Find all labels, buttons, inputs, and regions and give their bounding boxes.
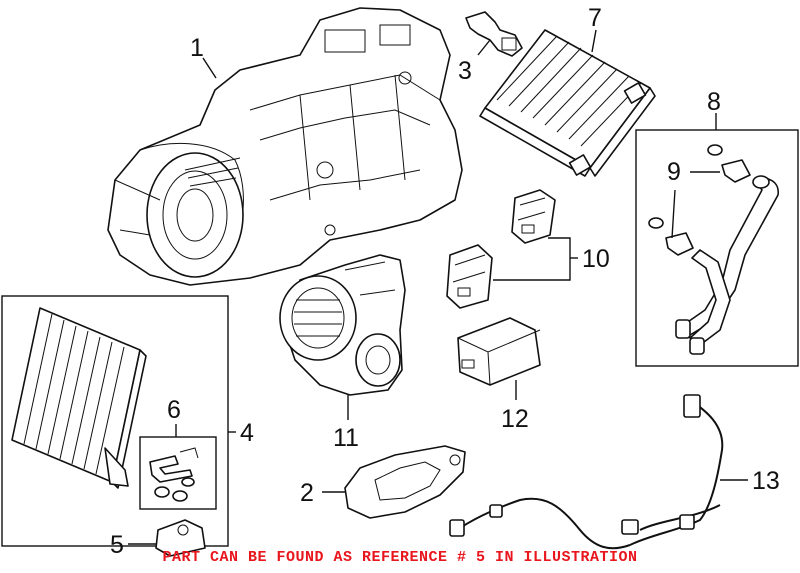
callout-3: 3 <box>458 57 472 85</box>
callout-12: 12 <box>501 405 529 433</box>
callout-2: 2 <box>300 479 314 507</box>
callout-13: 13 <box>752 467 780 495</box>
part-11-blower-motor <box>279 254 406 396</box>
callout-9: 9 <box>667 158 681 186</box>
callout-11: 11 <box>333 424 359 452</box>
callout-6: 6 <box>167 396 181 424</box>
part-8-coolant-pipes <box>675 175 779 355</box>
callout-8: 8 <box>707 88 721 116</box>
callout-numbers: 1 2 3 4 5 6 7 8 9 10 11 12 13 <box>110 4 780 559</box>
callout-1: 1 <box>190 34 204 62</box>
callout-5: 5 <box>110 531 124 559</box>
callout-10: 10 <box>582 245 610 273</box>
part-9-clips <box>648 144 751 256</box>
part-7-heater-core <box>479 29 656 177</box>
part-6-seal-kit <box>149 447 199 502</box>
reference-note: PART CAN BE FOUND AS REFERENCE # 5 IN IL… <box>162 549 638 566</box>
part-13-wiring-harness <box>449 394 724 550</box>
part-4-evaporator <box>11 307 147 489</box>
part-6-group-box <box>139 436 217 510</box>
callout-7: 7 <box>588 4 602 32</box>
part-10-actuators <box>446 189 556 309</box>
part-5-expansion-valve <box>155 519 206 557</box>
part-4-group-box <box>1 295 229 547</box>
part-12-control-module <box>457 317 541 386</box>
part-3-sensor <box>465 11 523 57</box>
part-1-heater-housing <box>107 7 463 286</box>
part-8-group-box <box>635 129 799 367</box>
part-2-cover <box>344 445 466 519</box>
leader-lines <box>128 29 748 545</box>
callout-4: 4 <box>240 419 254 447</box>
